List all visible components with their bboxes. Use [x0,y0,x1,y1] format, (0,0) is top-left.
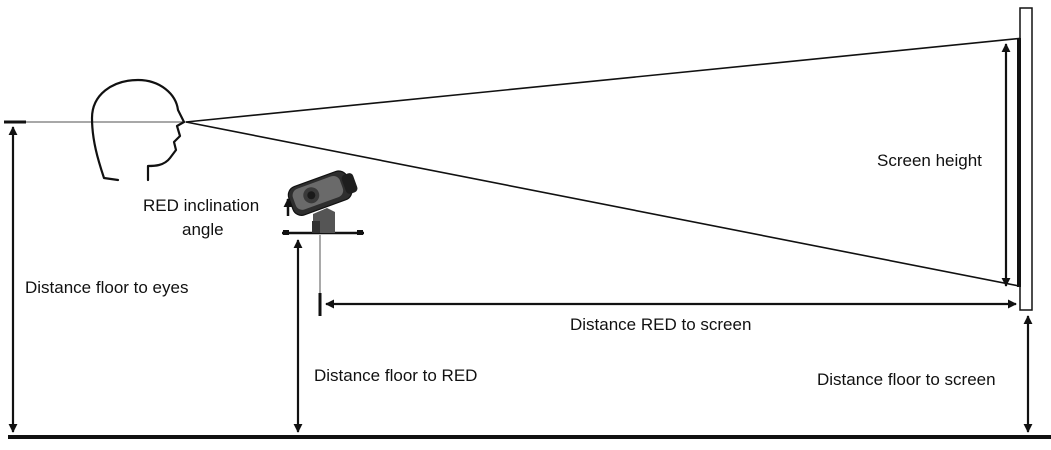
viewing-cone-top [185,37,1025,123]
head-profile-icon [90,78,186,182]
distance-floor-to-screen-label: Distance floor to screen [817,370,996,389]
screen [1019,7,1033,311]
red-eye-tracker-icon [282,170,364,235]
viewing-cone-bottom [185,121,1025,288]
screen-height-label: Screen height [877,151,982,170]
distance-floor-to-eyes-label: Distance floor to eyes [25,278,188,297]
red-inclination-label-line2: angle [182,220,224,239]
distance-red-to-screen-label: Distance RED to screen [570,315,751,334]
distance-floor-to-red-label: Distance floor to RED [314,366,477,385]
red-inclination-label-line1: RED inclination [143,196,259,215]
